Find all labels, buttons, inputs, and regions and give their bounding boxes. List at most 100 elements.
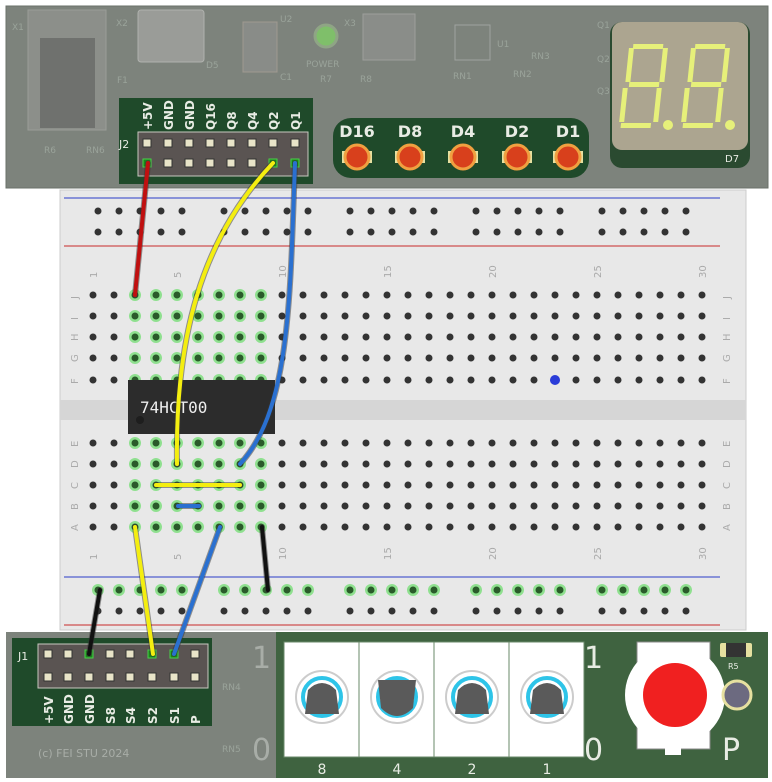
rail-hole[interactable] (619, 607, 627, 615)
breadboard-hole[interactable] (677, 460, 685, 468)
breadboard-hole[interactable] (194, 523, 202, 531)
breadboard-hole[interactable] (362, 502, 370, 510)
breadboard-hole[interactable] (278, 312, 286, 320)
breadboard-hole[interactable] (593, 312, 601, 320)
breadboard-hole[interactable] (551, 523, 559, 531)
breadboard-hole[interactable] (110, 354, 118, 362)
breadboard-hole[interactable] (593, 523, 601, 531)
breadboard-hole[interactable] (593, 291, 601, 299)
breadboard-hole[interactable] (677, 333, 685, 341)
breadboard-hole[interactable] (656, 312, 664, 320)
rail-hole[interactable] (115, 207, 123, 215)
breadboard-hole[interactable] (425, 312, 433, 320)
breadboard-hole[interactable] (299, 523, 307, 531)
breadboard-hole[interactable] (110, 439, 118, 447)
breadboard-hole[interactable] (446, 312, 454, 320)
breadboard-hole[interactable] (593, 439, 601, 447)
breadboard-hole[interactable] (215, 439, 223, 447)
breadboard-hole[interactable] (110, 502, 118, 510)
rail-hole[interactable] (136, 607, 144, 615)
header-pin[interactable] (105, 649, 115, 659)
breadboard-hole[interactable] (467, 439, 475, 447)
rail-hole[interactable] (556, 586, 564, 594)
breadboard-hole[interactable] (383, 502, 391, 510)
rail-hole[interactable] (430, 607, 438, 615)
rail-hole[interactable] (262, 228, 270, 236)
header-pin[interactable] (190, 672, 200, 682)
rail-hole[interactable] (493, 586, 501, 594)
rail-hole[interactable] (304, 586, 312, 594)
rail-hole[interactable] (535, 207, 543, 215)
rail-hole[interactable] (514, 228, 522, 236)
rail-hole[interactable] (472, 607, 480, 615)
breadboard-hole[interactable] (467, 354, 475, 362)
breadboard-hole[interactable] (299, 460, 307, 468)
rail-hole[interactable] (346, 607, 354, 615)
breadboard-hole[interactable] (488, 312, 496, 320)
yellow-wire[interactable] (174, 161, 275, 466)
rail-hole[interactable] (556, 207, 564, 215)
breadboard-hole[interactable] (551, 481, 559, 489)
breadboard-hole[interactable] (341, 502, 349, 510)
breadboard-hole[interactable] (194, 439, 202, 447)
breadboard-hole[interactable] (698, 481, 706, 489)
breadboard-hole[interactable] (656, 523, 664, 531)
header-pin[interactable] (43, 672, 53, 682)
breadboard-hole[interactable] (425, 439, 433, 447)
breadboard-hole[interactable] (404, 439, 412, 447)
breadboard-hole[interactable] (698, 376, 706, 384)
breadboard-hole[interactable] (614, 354, 622, 362)
breadboard-hole[interactable] (425, 291, 433, 299)
header-pin[interactable] (163, 138, 173, 148)
breadboard-hole[interactable] (404, 523, 412, 531)
breadboard-hole[interactable] (530, 523, 538, 531)
breadboard-hole[interactable] (110, 376, 118, 384)
rail-hole[interactable] (598, 228, 606, 236)
rail-hole[interactable] (241, 207, 249, 215)
breadboard-hole[interactable] (446, 333, 454, 341)
rail-hole[interactable] (367, 586, 375, 594)
breadboard-hole[interactable] (572, 376, 580, 384)
breadboard-hole[interactable] (404, 333, 412, 341)
rail-hole[interactable] (388, 607, 396, 615)
breadboard-hole[interactable] (593, 333, 601, 341)
rail-hole[interactable] (157, 228, 165, 236)
breadboard-hole[interactable] (215, 333, 223, 341)
rail-hole[interactable] (304, 228, 312, 236)
breadboard-hole[interactable] (572, 291, 580, 299)
breadboard-hole[interactable] (572, 439, 580, 447)
breadboard-hole[interactable] (131, 312, 139, 320)
breadboard-hole[interactable] (299, 333, 307, 341)
breadboard-hole[interactable] (362, 312, 370, 320)
breadboard-hole[interactable] (509, 354, 517, 362)
breadboard-hole[interactable] (362, 481, 370, 489)
wires[interactable] (86, 160, 298, 657)
breadboard-hole[interactable] (698, 354, 706, 362)
rail-hole[interactable] (598, 607, 606, 615)
breadboard-hole[interactable] (446, 291, 454, 299)
rail-hole[interactable] (472, 228, 480, 236)
breadboard-hole[interactable] (404, 481, 412, 489)
breadboard-hole[interactable] (89, 523, 97, 531)
breadboard-hole[interactable] (173, 291, 181, 299)
header-pin[interactable] (247, 158, 257, 168)
breadboard-hole[interactable] (446, 439, 454, 447)
breadboard-hole[interactable] (467, 481, 475, 489)
breadboard-hole[interactable] (635, 460, 643, 468)
header-pin[interactable] (184, 138, 194, 148)
rail-hole[interactable] (661, 207, 669, 215)
breadboard-hole[interactable] (257, 312, 265, 320)
breadboard-hole[interactable] (656, 333, 664, 341)
breadboard-hole[interactable] (488, 376, 496, 384)
breadboard-hole[interactable] (341, 376, 349, 384)
rail-hole[interactable] (598, 586, 606, 594)
rail-hole[interactable] (598, 207, 606, 215)
breadboard-hole[interactable] (257, 481, 265, 489)
breadboard-hole[interactable] (446, 502, 454, 510)
breadboard-hole[interactable] (698, 523, 706, 531)
rail-hole[interactable] (346, 207, 354, 215)
breadboard-hole[interactable] (236, 439, 244, 447)
rail-hole[interactable] (640, 207, 648, 215)
breadboard-hole[interactable] (257, 460, 265, 468)
breadboard-hole[interactable] (635, 481, 643, 489)
